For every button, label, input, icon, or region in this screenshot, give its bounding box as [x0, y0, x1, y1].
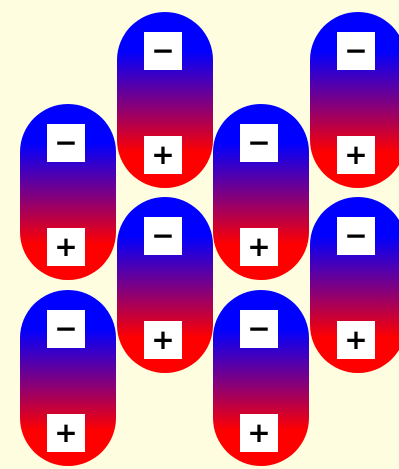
positive-pole-label: + — [47, 228, 85, 266]
negative-pole-label: − — [240, 124, 278, 162]
negative-pole-label: − — [144, 217, 182, 255]
negative-pole-label: − — [337, 217, 375, 255]
negative-pole-label: − — [47, 124, 85, 162]
dipole-capsule: − + — [213, 290, 309, 466]
negative-pole-label: − — [144, 32, 182, 70]
negative-pole-label: − — [240, 310, 278, 348]
positive-pole-label: + — [144, 136, 182, 174]
dipole-capsule: − + — [20, 290, 116, 466]
positive-pole-label: + — [240, 414, 278, 452]
negative-pole-label: − — [47, 310, 85, 348]
dipole-capsule: − + — [117, 12, 213, 188]
dipole-capsule: − + — [117, 197, 213, 373]
dipole-capsule: − + — [310, 197, 399, 373]
positive-pole-label: + — [240, 228, 278, 266]
positive-pole-label: + — [144, 321, 182, 359]
dipole-capsule: − + — [310, 12, 399, 188]
dipole-capsule: − + — [20, 104, 116, 280]
dipole-capsule: − + — [213, 104, 309, 280]
positive-pole-label: + — [337, 321, 375, 359]
positive-pole-label: + — [337, 136, 375, 174]
positive-pole-label: + — [47, 414, 85, 452]
negative-pole-label: − — [337, 32, 375, 70]
